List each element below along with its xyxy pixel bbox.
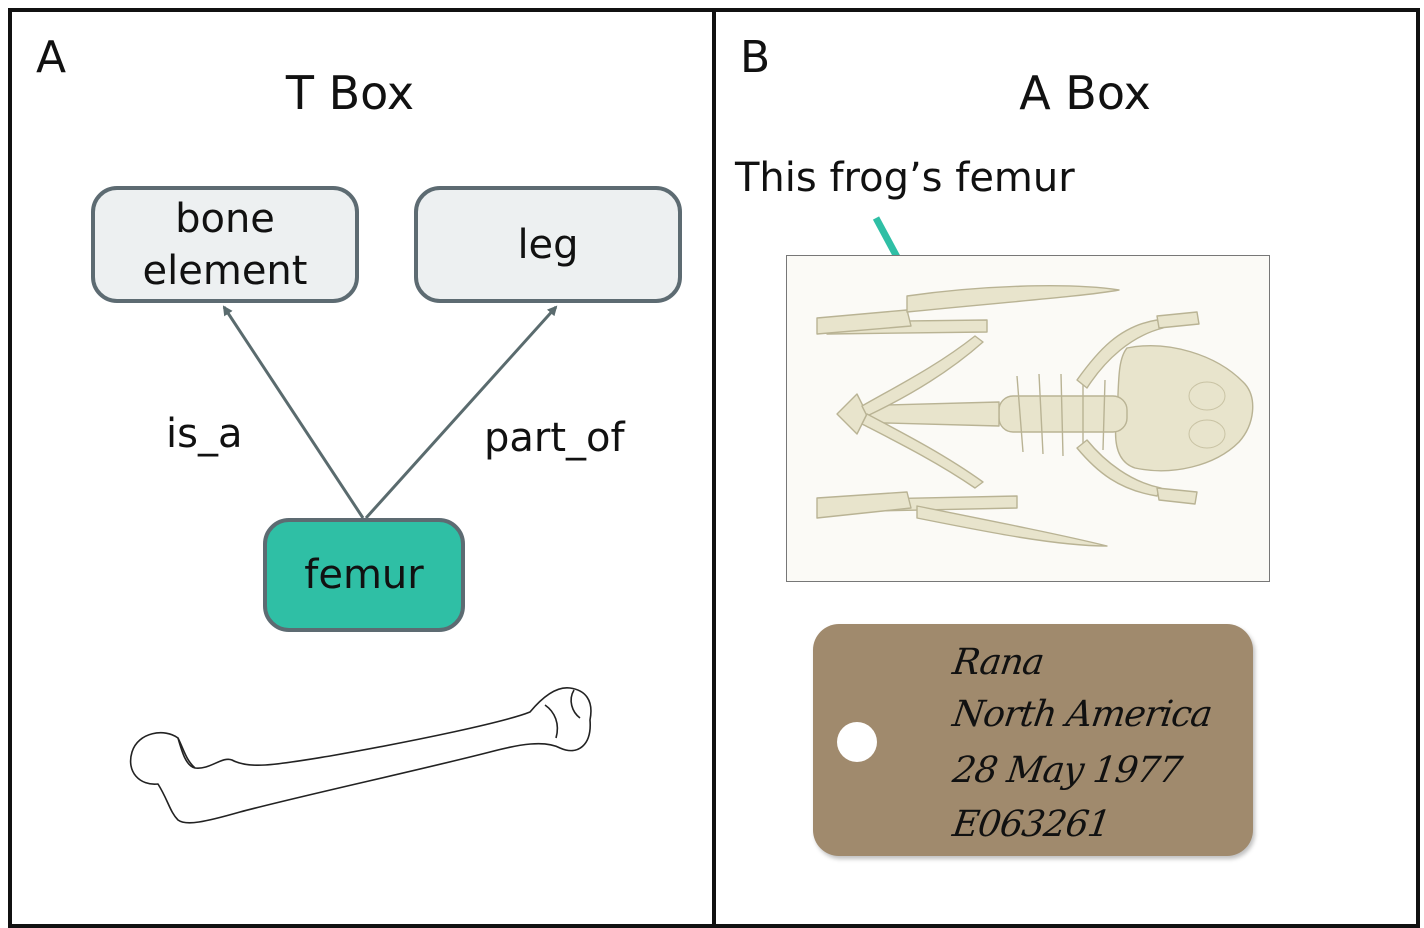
edge-part-of-arrow [366,307,556,518]
tag-hole [837,722,877,762]
frog-skeleton-illustration [787,256,1270,582]
femur-bone-drawing [131,688,591,823]
tag-genus: Rana [950,642,1046,683]
tag-date: 28 May 1977 [950,750,1184,791]
node-femur: femur [263,518,465,632]
panel-b-letter: B [740,36,770,80]
panel-b-title: A Box [985,70,1185,116]
tag-catalog-number: E063261 [950,804,1112,845]
tag-locality: North America [950,694,1214,735]
node-leg: leg [414,186,682,303]
frog-skeleton-photo [786,255,1270,582]
node-bone-element: bone element [91,186,359,303]
edge-label-is-a: is_a [166,414,242,454]
edge-is-a-arrow [224,307,363,518]
femur-callout-label: This frog’s femur [735,158,1075,198]
edge-label-part-of: part_of [484,418,625,458]
specimen-tag: Rana North America 28 May 1977 E063261 [813,624,1253,856]
